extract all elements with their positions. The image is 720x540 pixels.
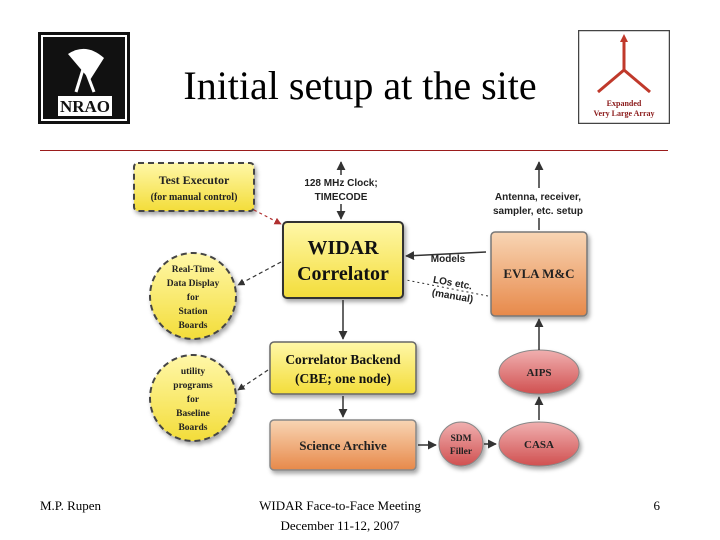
evla-mc-label: EVLA M&C [503,266,574,281]
utility-arrow [237,369,269,391]
utility-line-4: Baseline [176,409,210,419]
aips-label: AIPS [526,367,551,379]
antenna-label-line2: sampler, etc. setup [493,206,583,217]
footer-meeting: WIDAR Face-to-Face Meeting December 11-1… [230,496,450,536]
evla-logo: Expanded Very Large Array [578,30,670,124]
rtdd-arrow [237,261,282,286]
test-executor-title: Test Executor [159,173,230,187]
nrao-logo: NRAO [38,32,130,124]
sdm-filler-circle: SDM Filler [438,421,484,467]
rtdd-line-2: Data Display [167,279,220,289]
clock-label-line1: 128 MHz Clock; [304,178,377,189]
utility-line-2: programs [173,381,213,391]
los-dotted-line [405,279,489,297]
rtdd-line-1: Real-Time [172,265,215,275]
test-executor-connector [253,209,282,225]
widar-title-line2: Correlator [297,263,389,285]
sdm-filler-line2: Filler [450,447,473,457]
test-executor-box: Test Executor (for manual control) [133,162,255,212]
casa-label: CASA [524,439,554,451]
test-executor-subtitle: (for manual control) [151,192,238,203]
evla-logo-line2: Very Large Array [593,109,654,118]
footer-meeting-line2: December 11-12, 2007 [280,518,400,533]
aips-ellipse: AIPS [498,349,580,395]
clock-label-line2: TIMECODE [315,192,368,203]
widar-title-line1: WIDAR [307,237,379,259]
footer-meeting-line1: WIDAR Face-to-Face Meeting [259,498,421,513]
models-label: Models [431,254,466,265]
antenna-label-line1: Antenna, receiver, [495,192,581,203]
models-arrow [405,251,487,261]
utility-line-5: Boards [178,423,207,433]
sdm-filler-line1: SDM [450,434,471,444]
footer-page-number: 6 [653,498,661,513]
utility-line-1: utility [181,367,206,377]
correlator-backend-box: Correlator Backend (CBE; one node) [269,341,417,395]
widar-correlator-box: WIDAR Correlator [282,221,404,299]
rtdd-line-3: for [187,293,200,303]
realtime-display-circle: Real-Time Data Display for Station Board… [149,252,237,340]
casa-ellipse: CASA [498,421,580,467]
rtdd-line-4: Station [178,307,208,317]
science-archive-box: Science Archive [269,419,417,471]
slide-title: Initial setup at the site [183,63,537,108]
science-archive-label: Science Archive [299,438,387,453]
utility-programs-circle: utility programs for Baseline Boards [149,354,237,442]
evla-mc-box: EVLA M&C [490,231,588,317]
rtdd-line-5: Boards [178,321,207,331]
title-divider [40,150,668,151]
nrao-logo-text: NRAO [60,97,110,116]
cbe-title-line2: (CBE; one node) [295,371,391,386]
cbe-title-line1: Correlator Backend [285,352,401,367]
evla-logo-line1: Expanded [607,99,642,108]
footer-author: M.P. Rupen [40,498,102,513]
utility-line-3: for [187,395,200,405]
